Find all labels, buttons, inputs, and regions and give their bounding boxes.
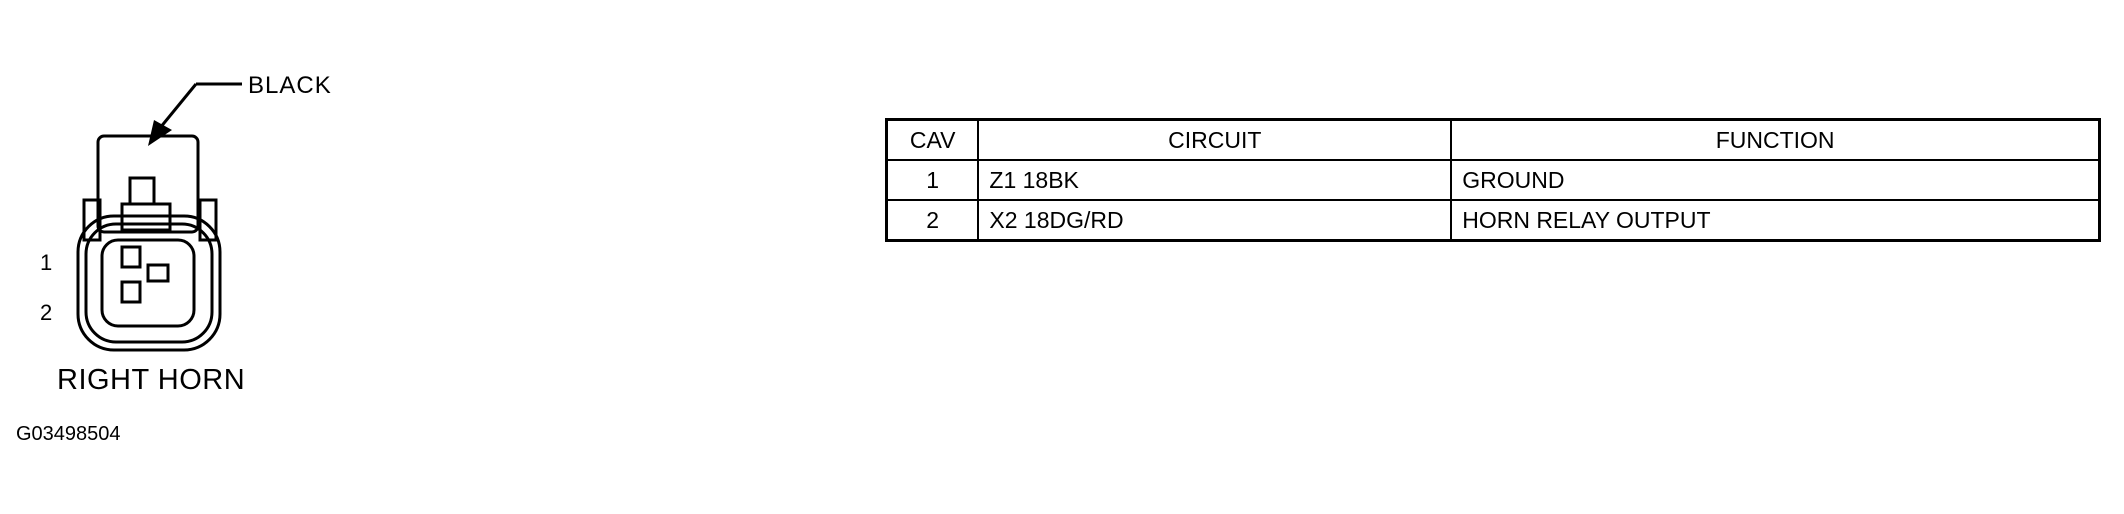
table-header-row: CAV CIRCUIT FUNCTION — [885, 118, 2101, 161]
cell-circuit: X2 18DG/RD — [977, 199, 1453, 242]
cell-cav: 1 — [885, 159, 980, 201]
connector-name: RIGHT HORN — [57, 364, 246, 396]
color-leader-arrow-shaft — [158, 83, 198, 129]
release-tab — [128, 176, 156, 206]
color-leader-arrowhead — [148, 120, 172, 146]
figure-id: G03498504 — [16, 423, 121, 445]
latch-housing — [96, 134, 200, 234]
pin-number-1: 1 — [40, 250, 53, 275]
header-circuit: CIRCUIT — [977, 118, 1453, 161]
header-cav: CAV — [885, 118, 980, 161]
connector-face-diagram — [76, 82, 242, 352]
table-row: 1 Z1 18BK GROUND — [885, 159, 2101, 201]
cavity-3 — [146, 263, 170, 283]
connector-cavity-area — [100, 238, 196, 328]
connector-shell-inner — [84, 222, 214, 344]
cell-cav: 2 — [885, 199, 980, 242]
connector-shell-outer — [76, 214, 222, 352]
header-function: FUNCTION — [1450, 118, 2101, 161]
cavity-1 — [120, 245, 142, 269]
cell-circuit: Z1 18BK — [977, 159, 1453, 201]
pin-number-2: 2 — [40, 300, 53, 325]
cell-function: GROUND — [1450, 159, 2101, 201]
cell-function: HORN RELAY OUTPUT — [1450, 199, 2101, 242]
cavity-2 — [120, 280, 142, 304]
pinout-table: CAV CIRCUIT FUNCTION 1 Z1 18BK GROUND 2 … — [885, 118, 2101, 242]
connector-color-label: BLACK — [248, 72, 332, 99]
table-row: 2 X2 18DG/RD HORN RELAY OUTPUT — [885, 199, 2101, 242]
